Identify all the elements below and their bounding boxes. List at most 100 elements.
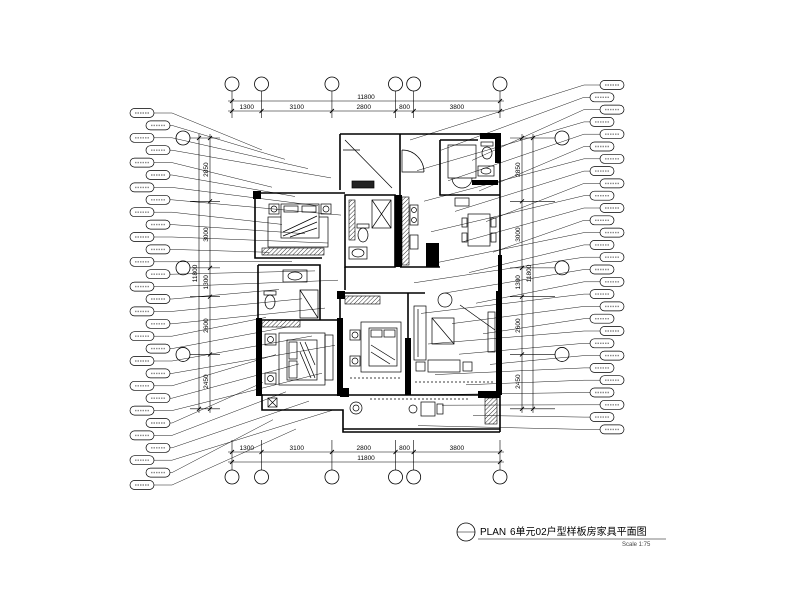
- plan-linework: [459, 304, 496, 331]
- dimension-tick: [229, 459, 235, 465]
- callout-bubble: [129, 380, 155, 391]
- plan-label: PLAN: [480, 527, 506, 538]
- leader-line: [427, 330, 600, 345]
- shower-enclosure: [447, 144, 477, 179]
- shower: [371, 199, 392, 229]
- pillow: [288, 360, 298, 379]
- dimension-label: 1300: [240, 104, 255, 111]
- axis-circle: [388, 76, 403, 92]
- leader-line: [170, 249, 270, 253]
- plan-scale: Scale 1:75: [622, 542, 651, 548]
- callout-bubble: [599, 129, 625, 140]
- leader-line: [492, 220, 590, 253]
- axis-circle: [224, 469, 240, 485]
- leader-line: [465, 379, 600, 386]
- dimension-label: 2850: [515, 162, 522, 177]
- sofa: [413, 305, 427, 361]
- bathroom-a-fixtures: [263, 269, 319, 319]
- bath-counter: [348, 199, 356, 241]
- callout-bubble: [589, 313, 615, 324]
- callout-bubble: [129, 132, 155, 143]
- dimension-label: 3100: [289, 445, 304, 452]
- dimension-label: 2800: [356, 445, 371, 452]
- leader-line: [437, 232, 600, 263]
- dimension-label: 3800: [450, 104, 465, 111]
- dimension-label: 3100: [289, 104, 304, 111]
- dimension-label: 2800: [356, 104, 371, 111]
- callout-bubble: [145, 269, 171, 280]
- dimension-tick: [411, 449, 417, 455]
- axis-circle: [254, 469, 269, 485]
- dimension-tick: [329, 449, 335, 455]
- storage-box: [267, 397, 278, 408]
- dimension-tick: [497, 108, 503, 114]
- toilet-tank: [480, 141, 494, 147]
- leader-line: [170, 363, 300, 399]
- axis-circle: [406, 469, 422, 485]
- leader-line: [170, 326, 290, 349]
- dimension-label: 2450: [515, 374, 522, 389]
- leader-line: [440, 97, 590, 151]
- leader-line: [420, 293, 590, 314]
- leader-line: [447, 133, 600, 182]
- bathroom-b-fixtures: [343, 139, 393, 189]
- dimension-tick: [196, 406, 202, 412]
- leader-line: [154, 112, 263, 151]
- callout-bubble: [129, 232, 155, 242]
- leader-line: [468, 244, 590, 273]
- leader-line: [170, 307, 326, 325]
- bedroom-c-furniture: [349, 321, 402, 379]
- shower: [299, 289, 319, 319]
- callout-bubble: [129, 331, 155, 342]
- basin-counter: [477, 165, 495, 177]
- pillow: [288, 341, 298, 360]
- leader-line: [170, 382, 264, 424]
- plan-linework: [371, 199, 392, 229]
- axis-circle: [324, 469, 340, 485]
- bed-quilt: [299, 341, 316, 379]
- dimension-tick: [519, 135, 525, 141]
- vanity: [351, 180, 375, 189]
- burner-icon: [411, 217, 417, 223]
- callout-bubble: [589, 387, 615, 398]
- plan-linework: [451, 177, 473, 189]
- leader-line: [461, 207, 600, 243]
- dimension-tick: [229, 98, 235, 104]
- callout-bubble: [599, 350, 625, 361]
- callout-bubble: [599, 227, 625, 238]
- dimension-label: 1300: [240, 445, 255, 452]
- leader-line: [154, 354, 277, 387]
- kitchen-counter: [401, 196, 410, 266]
- dresser: [324, 334, 334, 381]
- leader-line: [170, 419, 274, 473]
- bathroom-c-fixtures: [348, 199, 392, 260]
- plan-linework: [395, 195, 402, 267]
- plan-linework: [337, 291, 345, 299]
- leader-line: [170, 400, 310, 449]
- basin-icon: [287, 271, 303, 281]
- tea-table: [420, 401, 436, 417]
- plan-linework: [254, 193, 322, 259]
- callout-bubble: [599, 424, 625, 435]
- coffee-table: [431, 317, 455, 345]
- plan-linework: [405, 338, 411, 395]
- leader-line: [170, 270, 316, 275]
- wardrobe: [344, 295, 381, 305]
- lamp-icon: [351, 357, 359, 365]
- dimension-label: 11800: [357, 94, 375, 101]
- leader-line: [472, 415, 590, 418]
- callout-bubble: [145, 170, 171, 180]
- toilet-tank: [263, 290, 277, 296]
- leader-line: [170, 149, 332, 179]
- dimension-label: 2600: [515, 318, 522, 333]
- bed: [280, 203, 320, 239]
- callout-bubble: [129, 207, 155, 218]
- dimension-tick: [207, 352, 213, 357]
- plan-linework: [431, 317, 455, 345]
- dimension-tick: [229, 108, 235, 114]
- bedroom-a-furniture: [267, 203, 332, 248]
- leader-line: [154, 187, 319, 207]
- leader-line: [430, 195, 590, 233]
- structural-walls: [253, 133, 502, 398]
